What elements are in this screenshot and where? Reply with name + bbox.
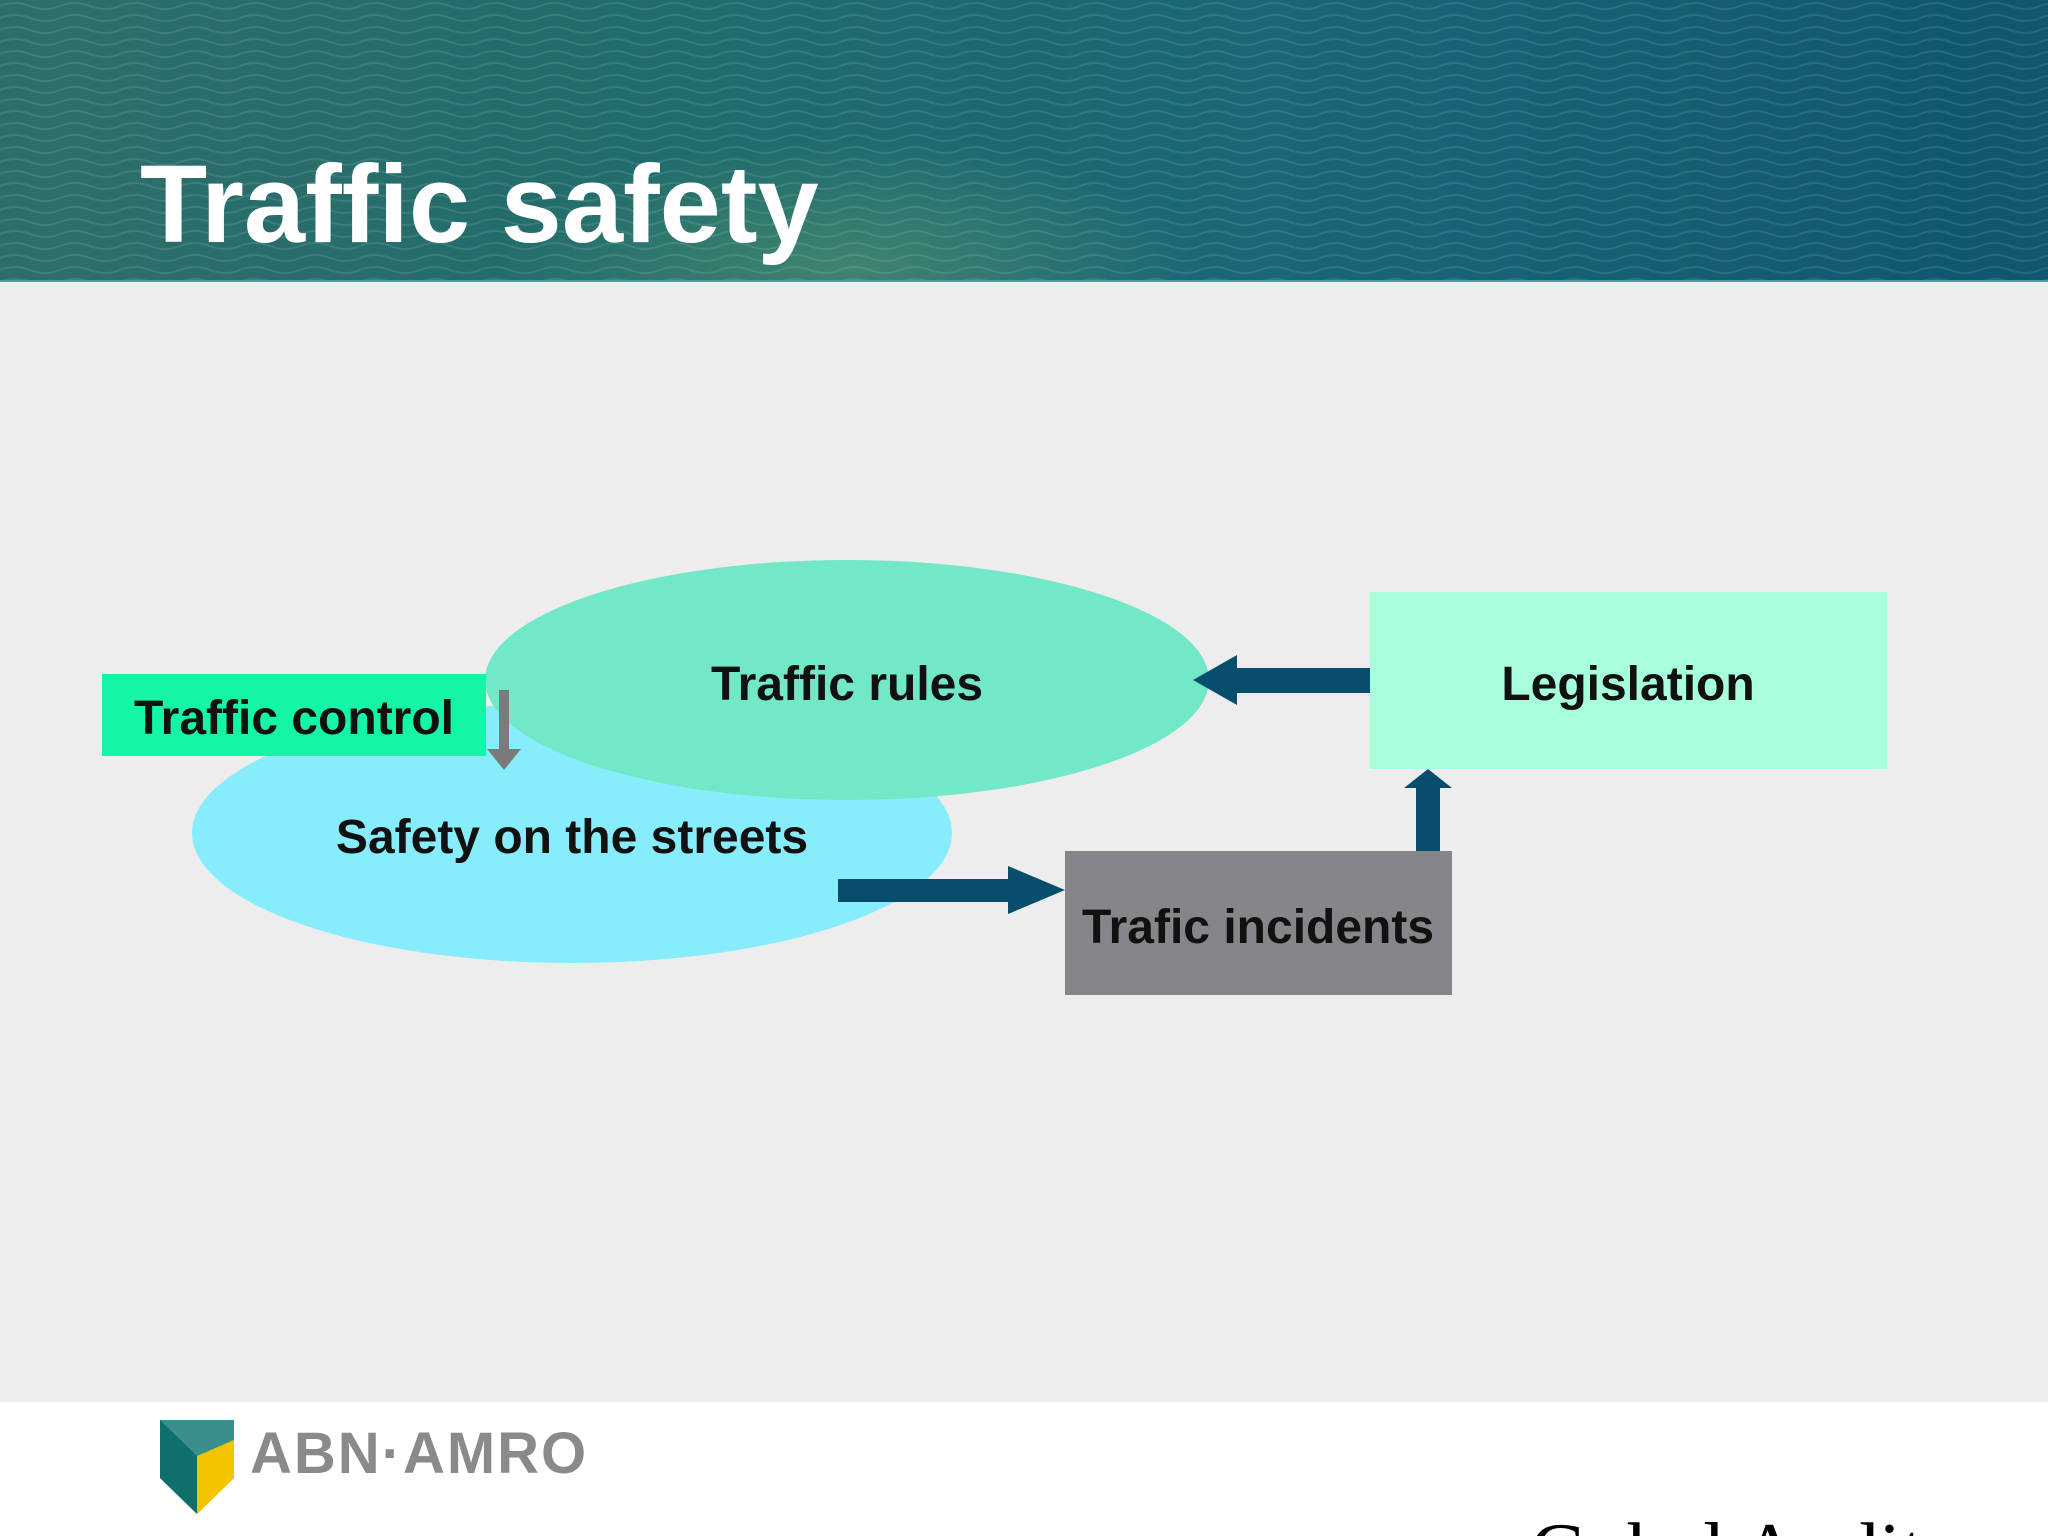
traffic-rules-label: Traffic rules	[711, 658, 983, 711]
brand-name: ABN·AMRO	[250, 1421, 589, 1486]
trafic-incidents-label: Trafic incidents	[1082, 901, 1434, 954]
wave-pattern	[0, 0, 2048, 282]
arrow-control-to-safety	[487, 690, 521, 770]
arrow-safety-to-incidents	[838, 866, 1065, 914]
header-banner: Traffic safety	[0, 0, 2048, 282]
traffic-control-label: Traffic control	[134, 692, 454, 745]
legislation-node	[1370, 592, 1887, 769]
arrow-legislation-to-rules	[1193, 655, 1370, 705]
traffic-rules-node	[485, 560, 1209, 800]
slide-title: Traffic safety	[140, 143, 819, 266]
abn-amro-shield-icon	[160, 1420, 234, 1514]
legislation-label: Legislation	[1501, 658, 1754, 711]
safety-on-streets-label: Safety on the streets	[336, 811, 808, 864]
footer: ABN·AMRO Gobal Audit	[0, 1402, 2048, 1536]
traffic-control-node	[102, 674, 486, 756]
arrow-incidents-to-legislation	[1404, 769, 1452, 851]
footer-cut-text: Gobal Audit	[1530, 1512, 1923, 1536]
banner-rule	[0, 280, 2048, 282]
trafic-incidents-node	[1065, 851, 1452, 995]
